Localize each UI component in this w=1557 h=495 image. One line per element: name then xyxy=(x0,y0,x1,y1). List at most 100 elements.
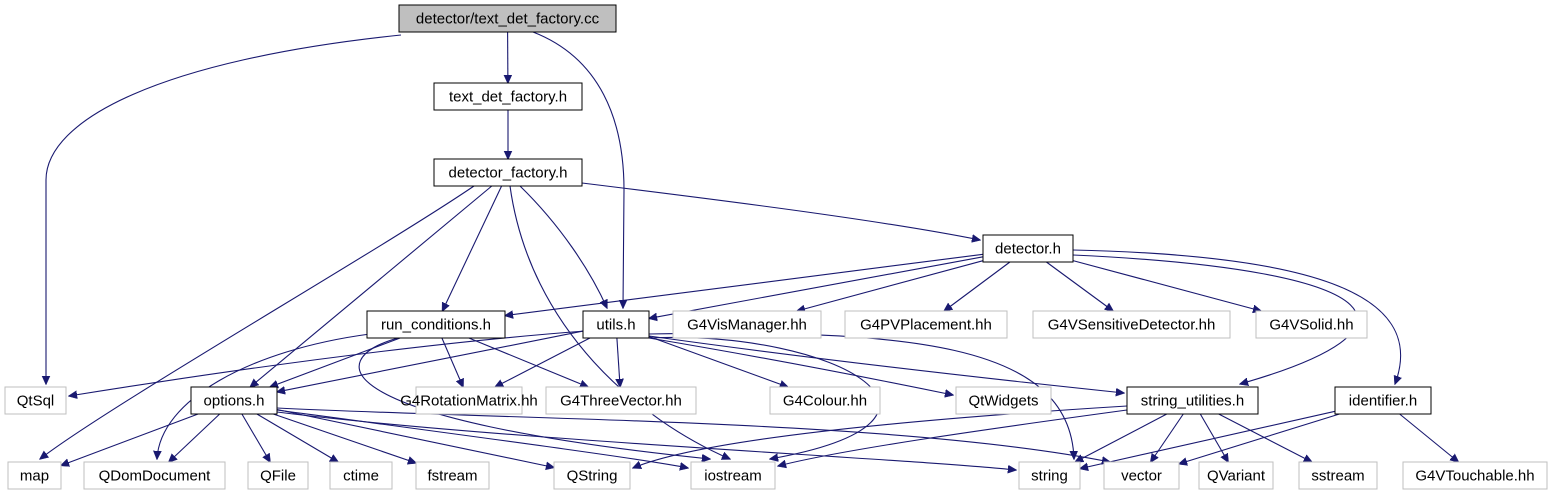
node-vsd: G4VSensitiveDetector.hh xyxy=(1032,310,1231,339)
node-fstream: fstream xyxy=(415,461,490,490)
node-strutil_h[interactable]: string_utilities.h xyxy=(1126,386,1259,415)
edge-ident_h-to-vtouch xyxy=(1399,413,1459,462)
edge-rc_h-to-threevec xyxy=(468,337,588,387)
node-box xyxy=(769,386,881,415)
node-df_h[interactable]: detector_factory.h xyxy=(433,158,583,187)
node-box xyxy=(83,461,226,490)
node-label: vector xyxy=(1121,468,1162,485)
node-box xyxy=(955,386,1052,415)
node-box xyxy=(582,310,650,339)
node-colour: G4Colour.hh xyxy=(769,386,881,415)
edge-strutil_h-to-vector xyxy=(1151,413,1184,462)
edge-root-to-qtsql xyxy=(46,34,402,384)
edge-utils_h-to-threevec xyxy=(617,337,620,387)
node-qvariant: QVariant xyxy=(1198,461,1274,490)
edge-utils_h-to-options_h xyxy=(277,330,584,392)
node-label: G4VSensitiveDetector.hh xyxy=(1048,317,1216,334)
node-label: QtWidgets xyxy=(968,393,1038,410)
node-det_h[interactable]: detector.h xyxy=(982,234,1074,263)
node-ident_h[interactable]: identifier.h xyxy=(1334,386,1432,415)
node-rc_h[interactable]: run_conditions.h xyxy=(366,310,506,339)
edge-utils_h-to-strutil_h xyxy=(648,335,1124,393)
node-label: QFile xyxy=(260,468,296,485)
edge-det_h-to-vsd xyxy=(1046,261,1113,311)
edge-utils_h-to-qtwidgets xyxy=(648,337,953,395)
node-options_h[interactable]: options.h xyxy=(190,386,278,415)
node-sstream: sstream xyxy=(1298,461,1378,490)
node-box xyxy=(553,461,631,490)
node-box xyxy=(415,461,490,490)
nodes-layer: detector/text_det_factory.cc text_det_fac… xyxy=(4,4,1548,490)
edge-options_h-to-map xyxy=(61,413,199,466)
node-vtouch: G4VTouchable.hh xyxy=(1402,461,1548,490)
edge-det_h-to-pvpl xyxy=(944,261,1011,311)
node-vsolid: G4VSolid.hh xyxy=(1255,310,1368,339)
edge-df_h-to-utils_h xyxy=(519,185,607,308)
edge-df_h-to-options_h xyxy=(250,185,493,387)
edge-det_h-to-ident_h xyxy=(1072,249,1401,384)
edge-df_h-to-map xyxy=(40,185,475,459)
node-label: G4VTouchable.hh xyxy=(1415,468,1534,485)
node-label: sstream xyxy=(1311,468,1364,485)
edge-utils_h-to-iostream xyxy=(648,336,880,459)
node-label: string xyxy=(1031,468,1068,485)
node-label: detector/text_det_factory.cc xyxy=(416,11,600,28)
node-label: QDomDocument xyxy=(99,468,212,485)
node-box xyxy=(433,158,583,187)
node-box xyxy=(1103,461,1180,490)
node-box xyxy=(690,461,776,490)
node-box xyxy=(1198,461,1274,490)
edge-rc_h-to-rotmat xyxy=(441,337,463,387)
edge-options_h-to-qstring xyxy=(276,408,554,468)
node-box xyxy=(7,461,62,490)
edge-utils_h-to-qtsql xyxy=(69,330,586,396)
edge-rc_h-to-qdomdoc xyxy=(157,333,371,459)
node-qfile: QFile xyxy=(247,461,309,490)
node-box xyxy=(545,386,697,415)
node-tdf_h[interactable]: text_det_factory.h xyxy=(433,82,583,111)
node-qtsql: QtSql xyxy=(4,386,67,415)
node-root[interactable]: detector/text_det_factory.cc xyxy=(398,4,617,33)
node-box xyxy=(247,461,309,490)
node-iostream: iostream xyxy=(690,461,776,490)
node-box xyxy=(4,386,67,415)
node-qdomdoc: QDomDocument xyxy=(83,461,226,490)
node-label: G4VSolid.hh xyxy=(1269,317,1353,334)
node-label: run_conditions.h xyxy=(381,317,491,334)
edge-ident_h-to-vector xyxy=(1179,413,1340,464)
node-box xyxy=(982,234,1074,263)
node-label: G4ThreeVector.hh xyxy=(560,393,682,410)
node-threevec: G4ThreeVector.hh xyxy=(545,386,697,415)
edge-strutil_h-to-string xyxy=(1075,413,1168,462)
node-label: G4PVPlacement.hh xyxy=(860,317,992,334)
node-utils_h[interactable]: utils.h xyxy=(582,310,650,339)
edge-det_h-to-vismgr xyxy=(797,260,984,311)
node-ctime: ctime xyxy=(329,461,393,490)
edge-det_h-to-utils_h xyxy=(649,256,984,319)
node-label: QString xyxy=(567,468,618,485)
edge-utils_h-to-rotmat xyxy=(495,337,591,387)
edge-options_h-to-string xyxy=(276,411,1016,470)
node-rotmat: G4RotationMatrix.hh xyxy=(400,386,538,415)
node-map: map xyxy=(7,461,62,490)
node-box xyxy=(190,386,278,415)
node-box xyxy=(1018,461,1081,490)
node-box xyxy=(1334,386,1432,415)
edges-layer xyxy=(40,31,1459,470)
edge-utils_h-to-colour xyxy=(648,335,788,388)
edge-ident_h-to-string xyxy=(1080,410,1336,468)
node-label: string_utilities.h xyxy=(1141,393,1244,410)
node-vismgr: G4VisManager.hh xyxy=(672,310,822,339)
node-string: string xyxy=(1018,461,1081,490)
node-box xyxy=(1126,386,1259,415)
node-label: ctime xyxy=(343,468,379,485)
node-label: detector.h xyxy=(995,241,1061,258)
node-pvpl: G4PVPlacement.hh xyxy=(844,310,1008,339)
node-label: fstream xyxy=(427,468,477,485)
edge-options_h-to-vector xyxy=(276,407,1110,462)
node-label: utils.h xyxy=(596,317,635,334)
node-label: QVariant xyxy=(1207,468,1266,485)
node-box xyxy=(433,82,583,111)
node-box xyxy=(844,310,1008,339)
